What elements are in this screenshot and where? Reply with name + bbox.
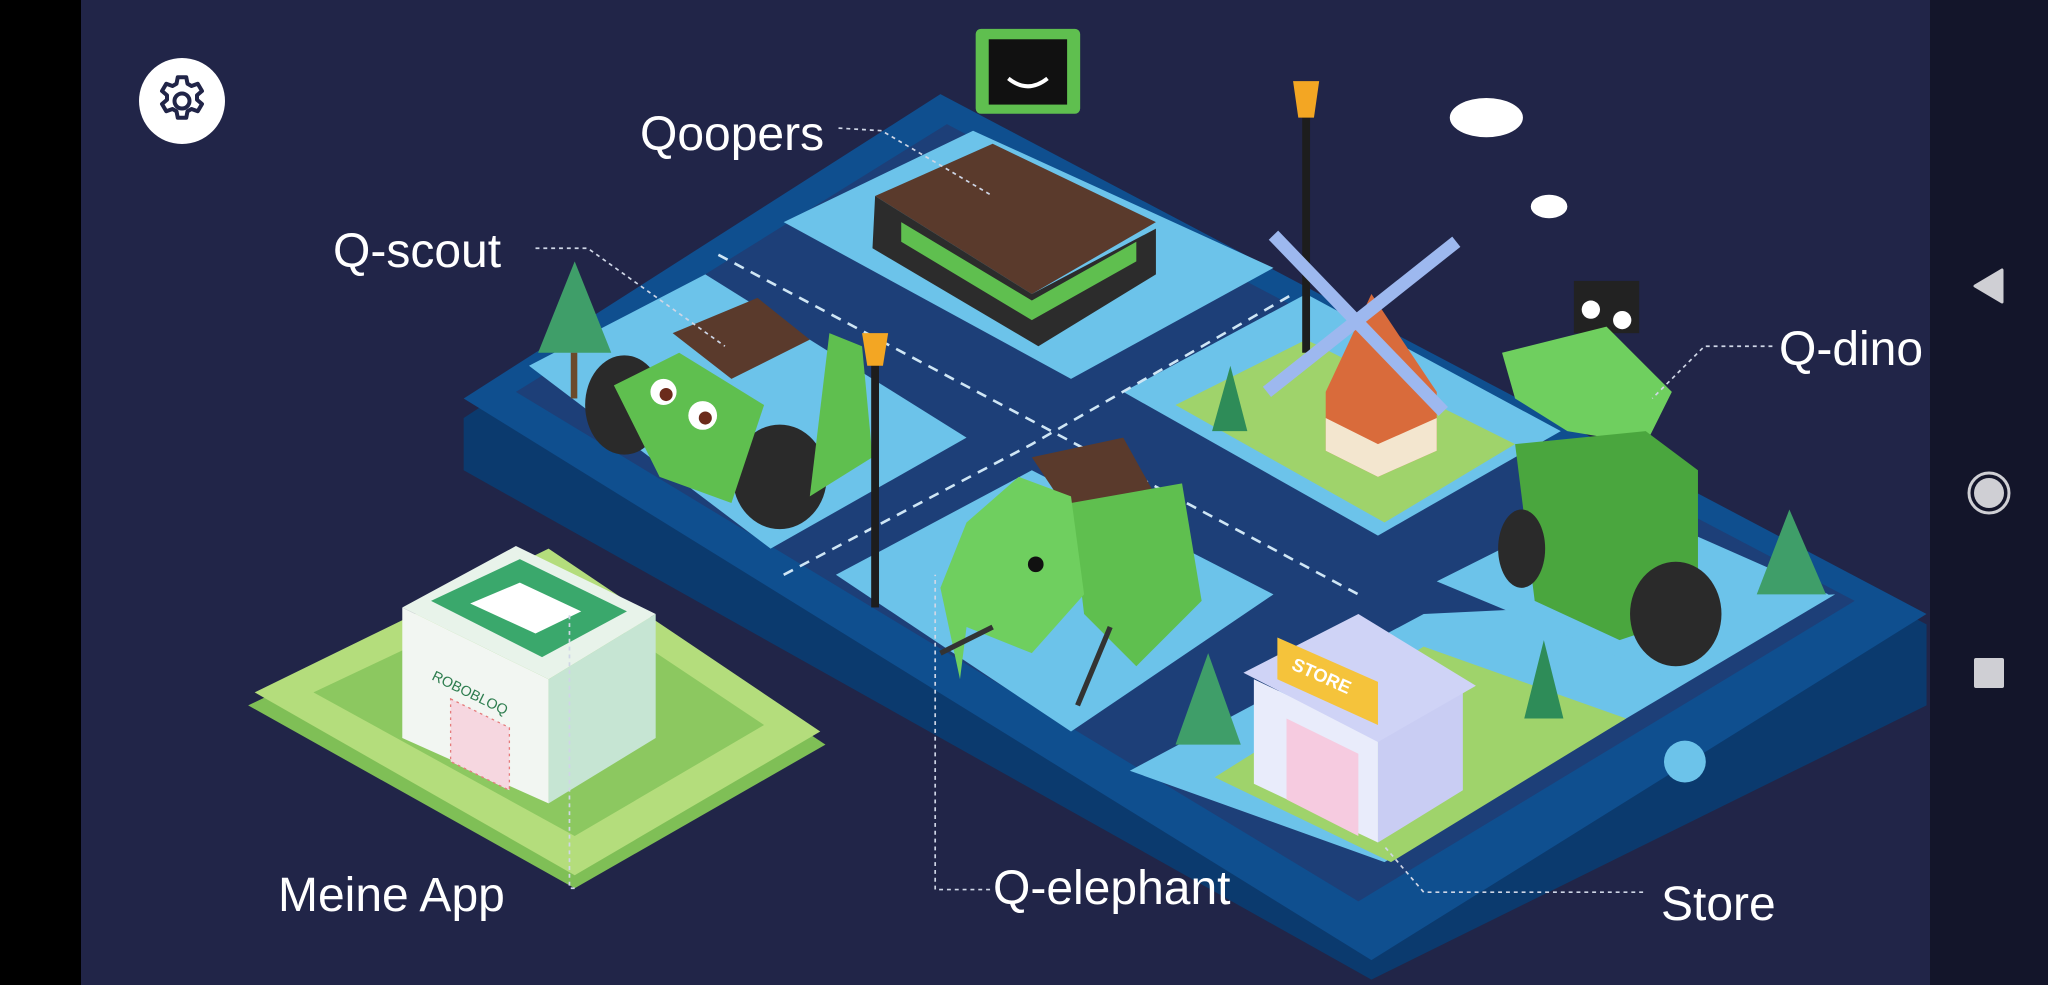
- qelephant-leg: [1075, 626, 1113, 707]
- road-markings: [783, 292, 1294, 576]
- recents-icon[interactable]: [1974, 658, 2004, 688]
- tree: [538, 261, 612, 353]
- callout-line-qscout: [535, 247, 726, 347]
- tree: [1756, 509, 1826, 595]
- tree-trunk: [570, 352, 578, 399]
- tree: [1212, 365, 1248, 432]
- label-qscout[interactable]: Q-scout: [333, 225, 502, 278]
- qscout-wheel-right: [732, 424, 827, 530]
- back-icon[interactable]: [1972, 268, 2006, 304]
- android-navigation-bar: [1930, 0, 2048, 985]
- qelephant-leg: [939, 624, 994, 656]
- qoopers-smile: [1007, 76, 1049, 89]
- street-lamp: [1302, 104, 1311, 353]
- store-door: [1286, 718, 1359, 837]
- qdino-head: [1502, 326, 1672, 445]
- qscout-body: [672, 297, 810, 379]
- windmill-blade: [1262, 236, 1461, 398]
- qoopers-body: [875, 143, 1156, 294]
- label-meine-app[interactable]: Meine App: [278, 869, 505, 922]
- tablet-home-button: [1664, 740, 1706, 783]
- callout-line-qoopers: [838, 127, 994, 197]
- lamp-light: [862, 333, 889, 366]
- road-markings: [717, 253, 1359, 596]
- qscout-arm: [809, 333, 873, 497]
- qdino-eye: [1613, 310, 1632, 330]
- qelephant-body: [1071, 483, 1202, 667]
- qoopers-frame: [901, 222, 1137, 321]
- qdino-eye: [1581, 300, 1600, 319]
- qelephant-head: [940, 476, 1085, 680]
- app-screen: ROBOBLOQ STORE: [81, 0, 1930, 985]
- label-qoopers[interactable]: Qoopers: [640, 108, 825, 161]
- app-box-right: [548, 613, 656, 804]
- app-box-door: [449, 697, 511, 792]
- lamp-light: [1293, 81, 1320, 118]
- windmill-base: [1325, 418, 1437, 477]
- label-store[interactable]: Store: [1661, 878, 1776, 931]
- qscout-pupil: [659, 388, 673, 402]
- tree: [1175, 653, 1241, 745]
- store-side: [1377, 692, 1463, 843]
- qoopers-face: [988, 39, 1068, 105]
- callout-line-store: [1383, 845, 1644, 894]
- store-sign: [1277, 637, 1378, 725]
- tank-icon: [470, 582, 582, 634]
- label-qdino[interactable]: Q-dino: [1779, 323, 1924, 376]
- qelephant-eye: [1027, 556, 1044, 573]
- home-icon[interactable]: [1966, 470, 2012, 516]
- gear-icon: [160, 75, 204, 120]
- qoopers-tracks: [872, 196, 1156, 347]
- tree: [1524, 640, 1564, 719]
- street-lamp: [871, 352, 880, 608]
- callout-lines: [535, 127, 1773, 894]
- label-qelephant[interactable]: Q-elephant: [993, 862, 1231, 915]
- qscout-pupil: [698, 411, 712, 425]
- callout-line-meineapp: [568, 613, 575, 890]
- settings-button[interactable]: [139, 58, 225, 144]
- cloud: [1530, 194, 1568, 219]
- cloud: [1449, 98, 1523, 138]
- qdino-wheel: [1630, 561, 1722, 667]
- callout-line-qelephant: [934, 574, 991, 891]
- isometric-world-map: ROBOBLOQ STORE: [248, 28, 1927, 980]
- qdino-wheel: [1498, 509, 1546, 588]
